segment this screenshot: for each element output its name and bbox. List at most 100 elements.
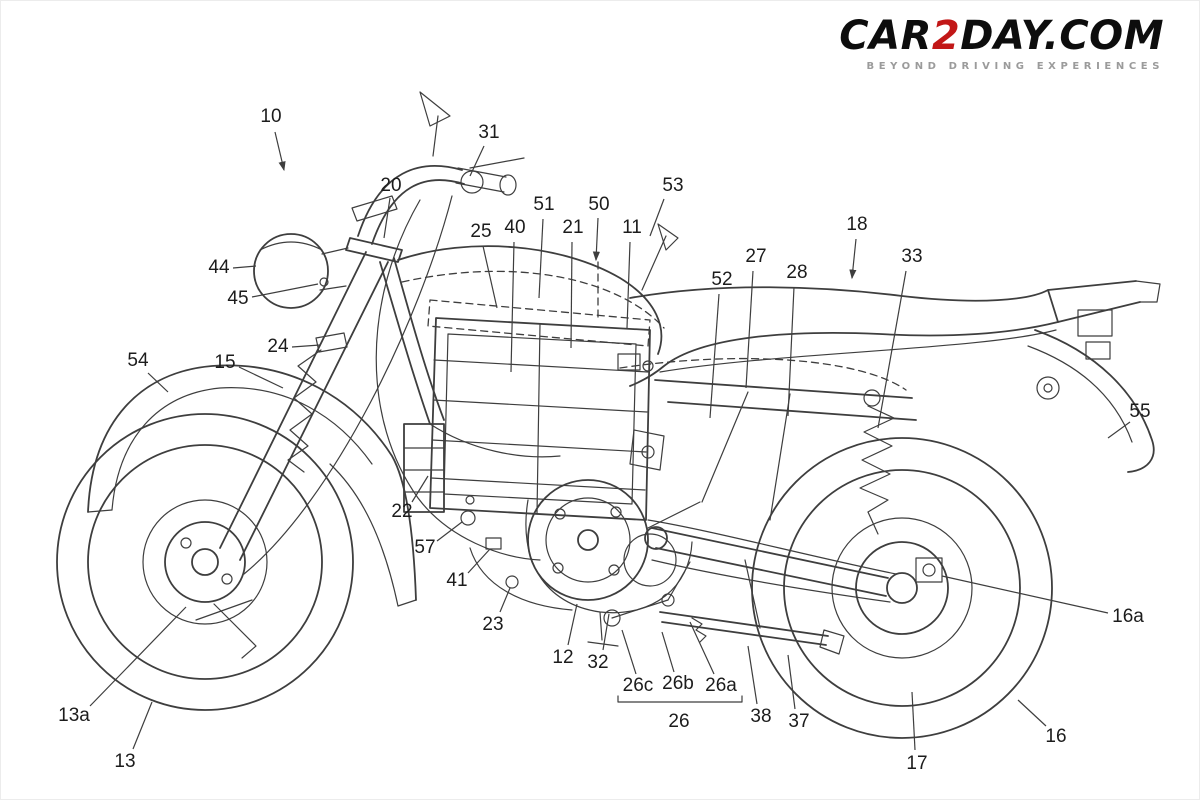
part-label-54: 54 [127,350,149,371]
instrument-cluster [351,195,398,222]
part-label-38: 38 [750,706,771,727]
logo-part-2: 2 [931,13,961,59]
leader-line-24 [291,344,321,348]
leader-line-32 [602,613,610,651]
seat [629,286,1059,387]
leader-line-25 [482,245,498,309]
part-label-15: 15 [214,352,235,373]
part-label-26: 26 [668,711,689,732]
leader-line-41 [467,548,491,574]
leader-line-33 [877,270,907,429]
part-label-52: 52 [711,269,732,290]
leader-line-44 [232,265,257,269]
part-label-53: 53 [662,175,683,196]
rear-frame [401,270,917,529]
leader-lines [89,131,1131,751]
battery-terminal [617,353,665,471]
part-label-11: 11 [622,217,642,238]
leader-line-18 [849,238,857,280]
part-label-45: 45 [227,288,248,309]
fuel-tank-body [397,245,663,458]
leader-line-31 [469,145,485,177]
site-logo-text: CAR2DAY.COM [839,16,1164,56]
part-label-31: 31 [478,122,499,143]
battery-box [427,261,651,521]
leader-line-21 [570,241,573,349]
leader-line-54 [147,372,169,393]
leader-line-26c [621,629,637,675]
leader-line-11 [626,241,631,329]
motorcycle-line-art [56,91,1161,739]
leader-line-23 [499,587,511,613]
rear-fender [1027,329,1155,473]
front-wheel [56,413,354,711]
part-label-17: 17 [906,753,927,774]
part-label-16a: 16a [1112,606,1144,627]
part-label-26b: 26b [662,673,694,694]
controller-box [403,423,519,589]
site-logo: CAR2DAY.COM BEYOND DRIVING EXPERIENCES [839,16,1164,72]
part-label-13: 13 [114,751,135,772]
leader-line-53 [649,198,665,237]
part-label-28: 28 [786,262,807,283]
leader-line-26a [689,621,715,675]
part-label-20: 20 [380,175,401,196]
leader-line-26b [661,631,675,673]
leader-line-12 [567,603,578,646]
part-label-23: 23 [482,614,503,635]
part-label-40: 40 [504,217,525,238]
part-label-57: 57 [414,537,435,558]
leader-line-52 [709,293,720,419]
part-label-55: 55 [1129,401,1150,422]
underbody [469,547,845,655]
part-label-16: 16 [1045,726,1066,747]
rear-wheel [751,437,1053,739]
leader-line-20 [383,197,391,239]
part-label-32: 32 [587,652,608,673]
site-logo-tagline: BEYOND DRIVING EXPERIENCES [866,61,1164,72]
leader-line-45 [251,283,319,298]
leader-line-51 [538,218,544,299]
rear-rack [1036,280,1161,400]
leader-line-27 [745,270,754,389]
part-label-18: 18 [846,214,867,235]
leader-line-17 [911,691,916,751]
part-label-13a: 13a [58,705,90,726]
leader-line-10 [274,131,286,172]
leader-line-16a [941,575,1109,614]
leader-line-40 [510,241,515,373]
leader-line-55 [1107,421,1131,439]
rear-shock [859,389,895,535]
leader-line-13a [89,606,187,707]
part-label-24: 24 [267,336,289,357]
part-label-12: 12 [552,647,573,668]
part-label-44: 44 [208,257,230,278]
leader-line-22 [411,475,429,503]
part-label-10: 10 [260,106,281,127]
leader-line-15 [238,366,284,389]
logo-part-daycom: DAY.COM [960,13,1164,59]
logo-part-car: CAR [839,13,932,59]
handlebar [357,91,525,245]
leader-line-50 [592,217,600,262]
part-label-22: 22 [391,501,412,522]
part-label-27: 27 [745,246,766,267]
swingarm [644,519,897,603]
part-label-26c: 26c [623,675,654,696]
part-label-25: 25 [470,221,491,242]
leader-line-28 [787,286,795,417]
leader-line-13 [132,701,153,750]
leader-line-38 [747,645,758,705]
leader-line-16 [1017,699,1047,727]
headlight [253,233,349,309]
leader-line-57 [436,521,463,542]
part-label-51: 51 [533,194,554,215]
label-26-bracket [617,695,743,703]
part-label-37: 37 [788,711,809,732]
leader-line-37 [787,654,796,710]
part-label-33: 33 [901,246,922,267]
part-label-50: 50 [588,194,609,215]
